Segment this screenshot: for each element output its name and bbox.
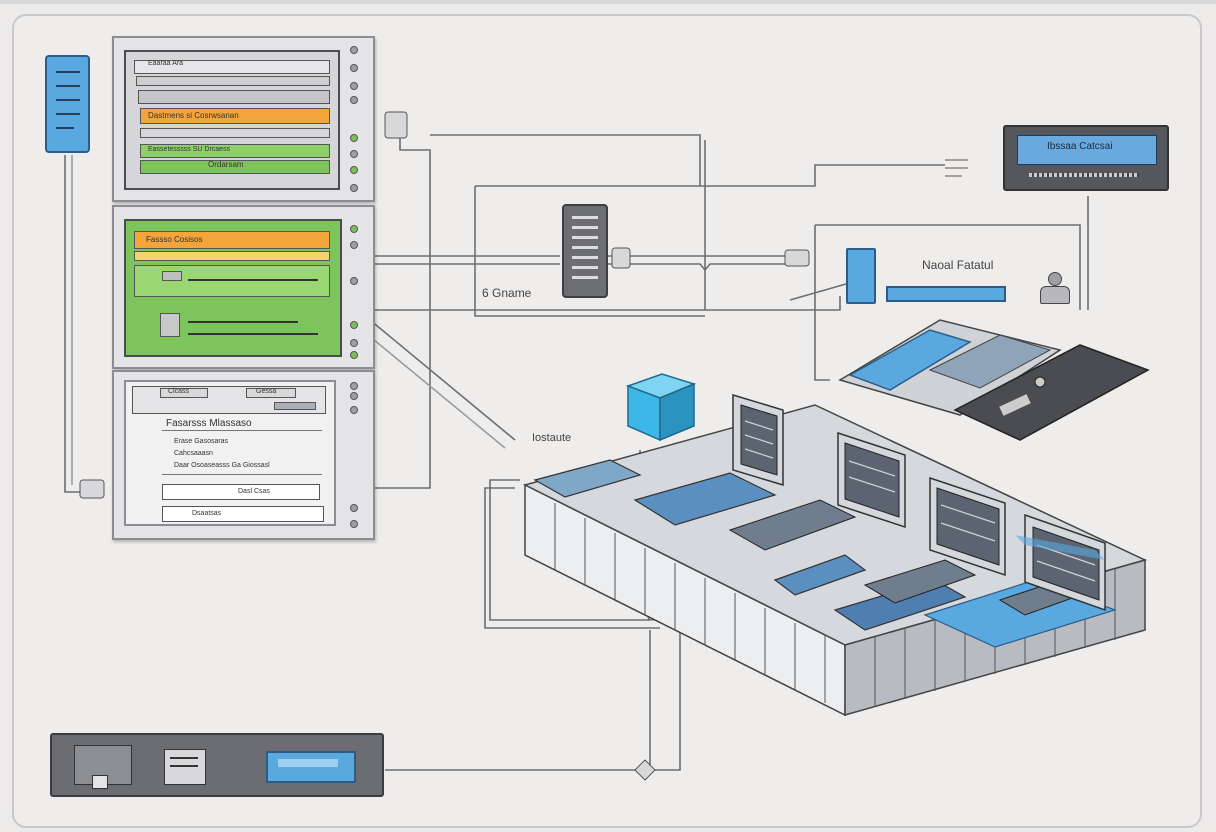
top-panel-line2: Dastmens si Cosrwsanan — [148, 111, 239, 120]
central-server — [562, 204, 608, 298]
bottom-panel: Clcass Gessa Fasarsss Mlassaso Erase Gas… — [112, 370, 375, 540]
bottom-tab-1-label: Clcass — [168, 388, 190, 395]
middle-panel-header — [134, 231, 330, 249]
bottom-line-2: Cahcsaaasn — [174, 450, 213, 457]
bottom-panel-title: Fasarsss Mlassaso — [166, 418, 252, 429]
label-right: Naoal Fatatul — [922, 258, 994, 272]
console-printer — [164, 749, 206, 785]
mobile-device — [45, 55, 90, 153]
middle-panel-header-text: Fassso Cosisos — [146, 235, 203, 244]
server-rack — [522, 393, 1148, 717]
middle-panel: Fassso Cosisos — [112, 205, 375, 369]
workstation-right — [838, 319, 1150, 441]
top-panel: Eaaraa Ara Dastmens si Cosrwsanan Easset… — [112, 36, 375, 202]
bottom-tab-2[interactable] — [246, 388, 296, 398]
top-panel-green-bar — [140, 144, 330, 158]
monitor-title: Ibssaa Catcsai — [1047, 141, 1113, 152]
bottom-panel-screen: Clcass Gessa Fasarsss Mlassaso Erase Gas… — [124, 380, 336, 526]
bottom-field-1[interactable] — [162, 484, 320, 500]
bottom-field-2[interactable] — [162, 506, 324, 522]
bottom-tab-1[interactable] — [160, 388, 208, 398]
top-panel-line1: Eaaraa Ara — [148, 60, 184, 67]
wire-bottom — [650, 620, 681, 771]
top-panel-line3: Eassetesssss SU Drcaess — [148, 146, 231, 153]
top-border — [0, 0, 1216, 4]
monitor-screen — [1017, 135, 1157, 165]
wire-diagonal — [369, 319, 516, 441]
right-monitor: Ibssaa Catcsai — [1003, 125, 1169, 191]
top-panel-orange-bar — [140, 108, 330, 124]
bottom-line-1: Erase Gasosaras — [174, 438, 229, 445]
console-blue-slot — [266, 751, 356, 783]
bottom-field-1-text: Dasl Csas — [238, 488, 270, 495]
bottom-tab-2-label: Gessa — [256, 388, 277, 395]
cloud-cube — [625, 373, 697, 442]
small-server — [846, 248, 876, 304]
wire-phone — [64, 155, 80, 493]
blue-slot — [886, 286, 1006, 302]
bottom-field-2-text: Dsaatsas — [192, 510, 222, 517]
top-panel-line4: Ordarsam — [208, 160, 244, 169]
user-icon — [1038, 272, 1072, 304]
wire-top-bus — [475, 164, 945, 187]
bottom-console — [50, 733, 384, 797]
middle-panel-screen: Fassso Cosisos — [124, 219, 342, 357]
wire-panel-loop — [360, 130, 431, 489]
top-panel-screen: Eaaraa Ara Dastmens si Cosrwsanan Easset… — [124, 50, 340, 190]
bottom-line-3: Daar Osoaseasss Ga Giossasl — [174, 462, 270, 469]
label-center: 6 Gname — [482, 286, 532, 300]
label-cloud: Iostaute — [532, 432, 572, 444]
